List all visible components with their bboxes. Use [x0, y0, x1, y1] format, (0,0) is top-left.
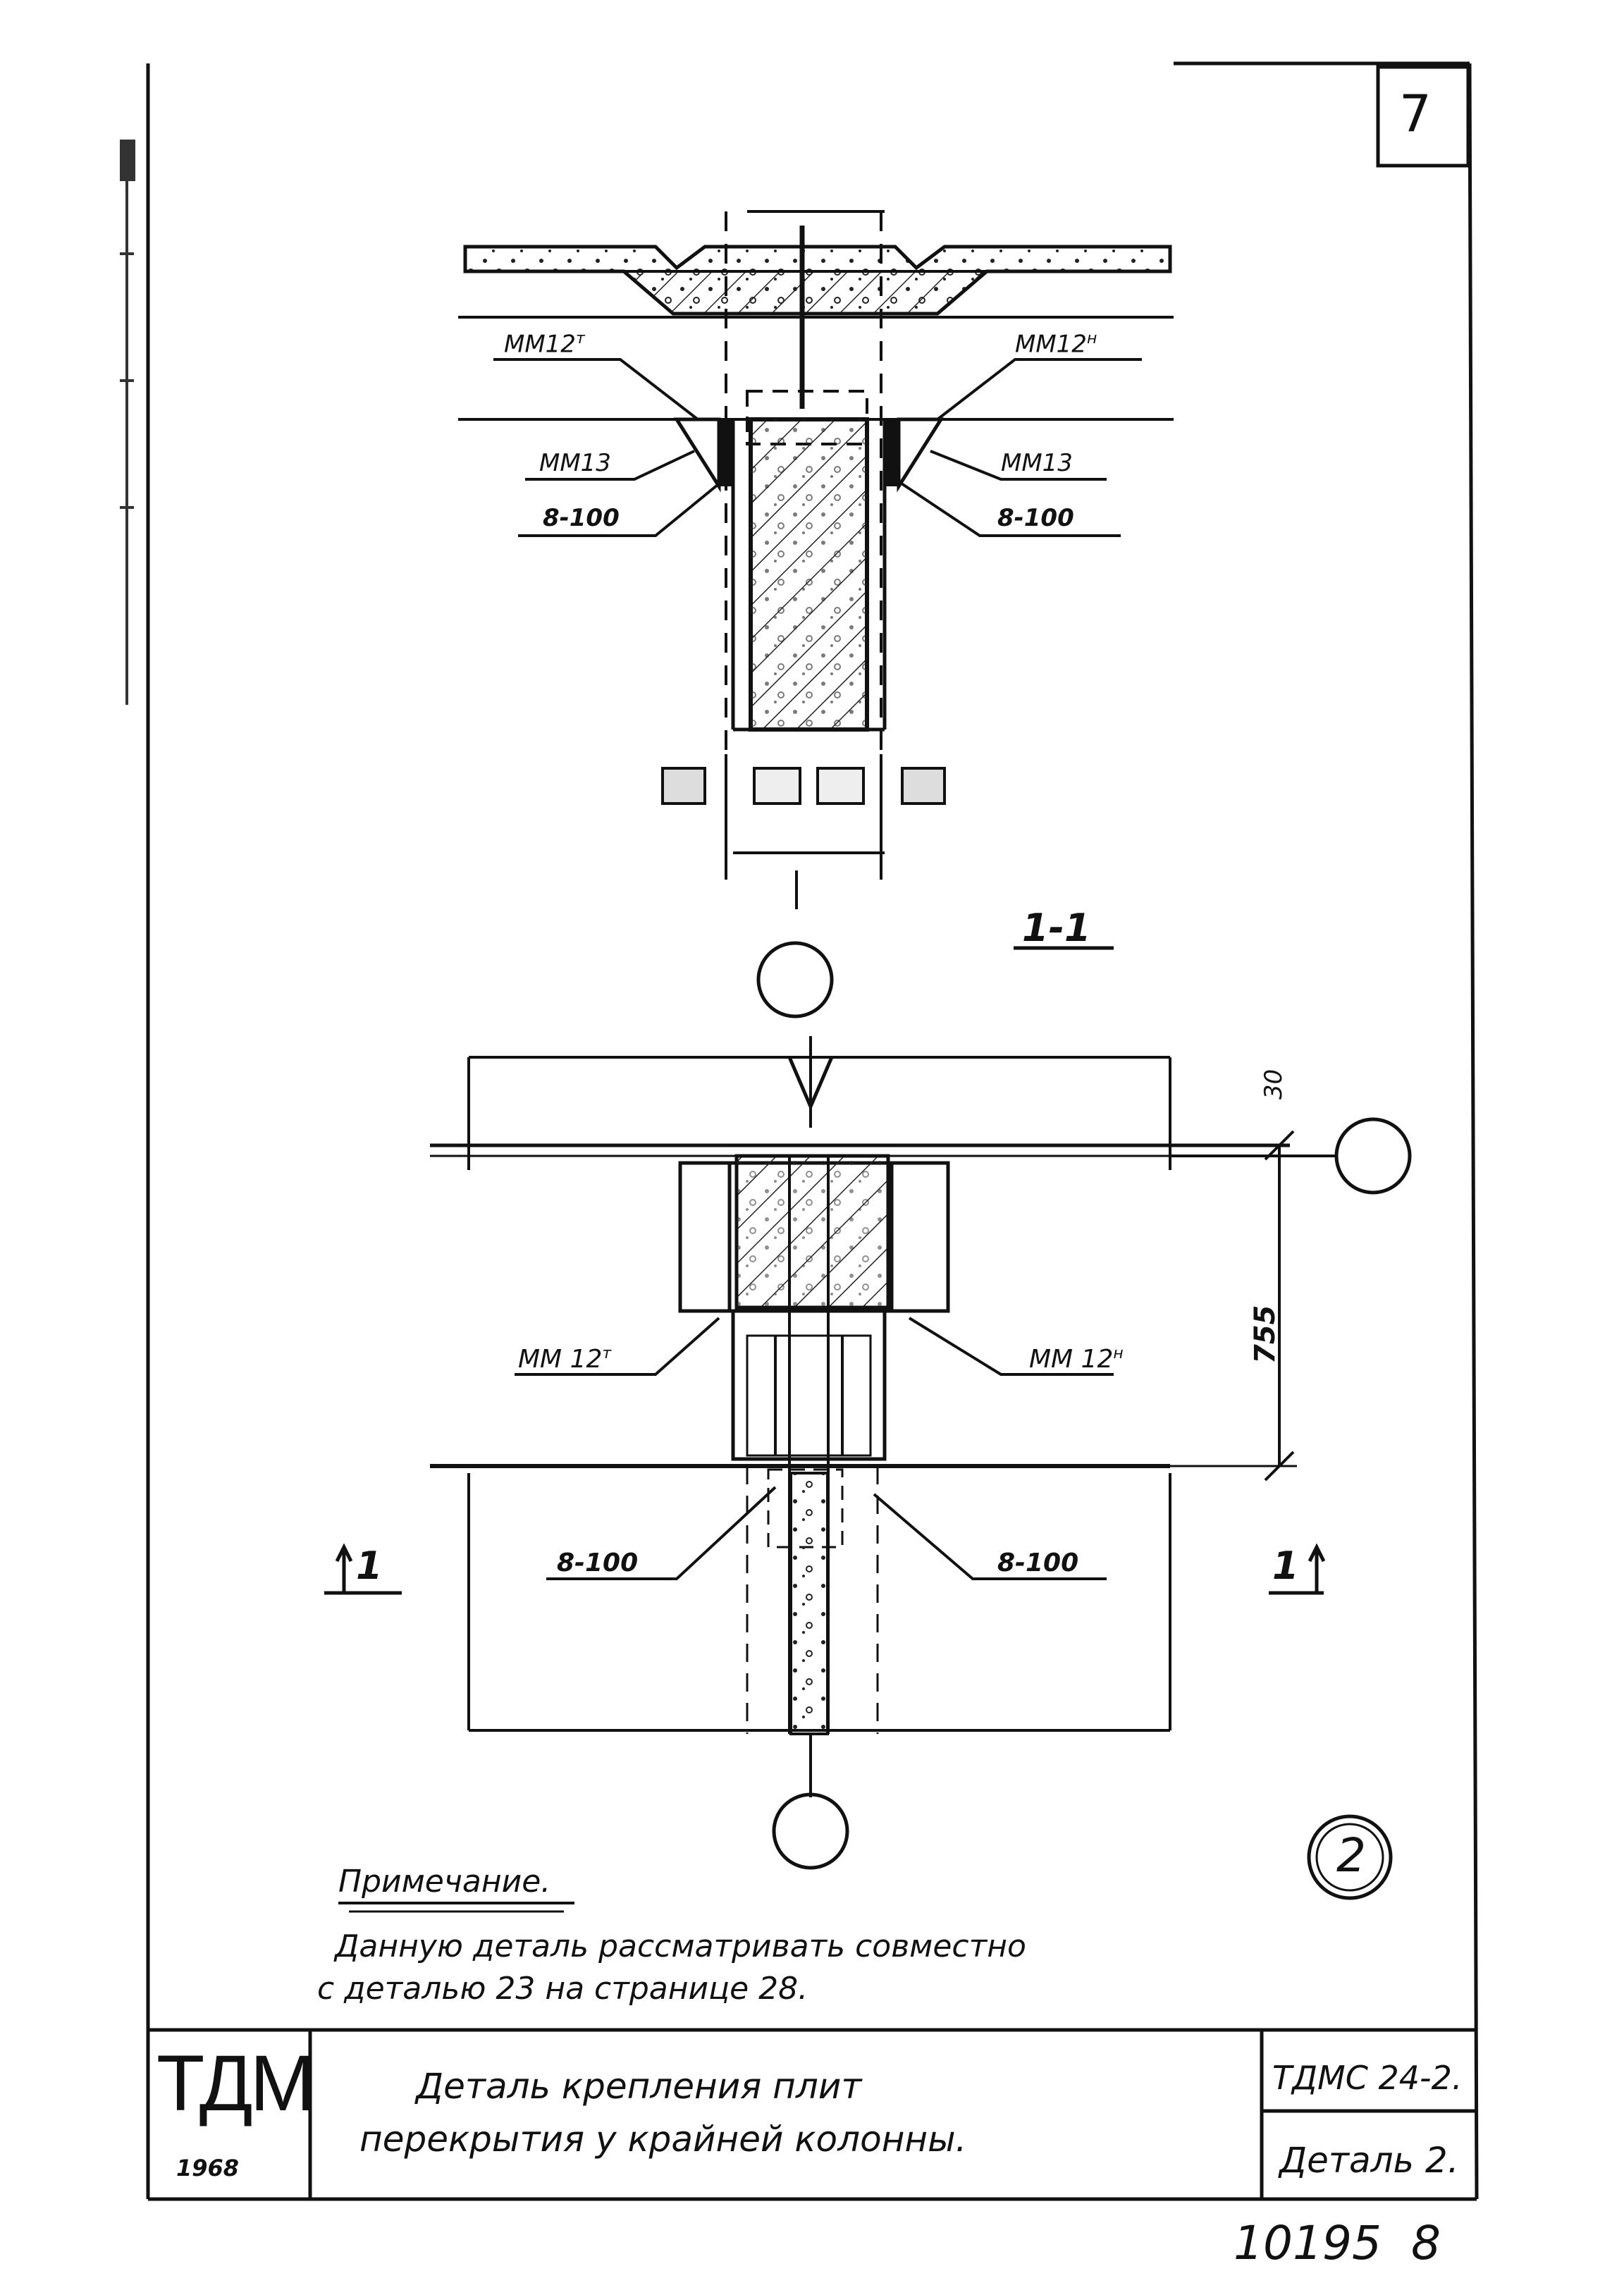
- note-line-2: с деталью 23 на странице 28.: [317, 1971, 808, 2007]
- detail-mark-number: 2: [1336, 1828, 1366, 1883]
- axis-marker-bottom: [772, 1792, 849, 1870]
- label-weld-left-top: 8-100: [543, 504, 620, 532]
- note-heading: Примечание.: [338, 1864, 551, 1900]
- label-weld-right-top: 8-100: [997, 504, 1074, 532]
- sheet-frame: [146, 61, 1479, 2201]
- label-mm12-t-plan: ММ 12т: [518, 1345, 612, 1374]
- section-cut-label: 1-1: [1022, 906, 1091, 950]
- page-number-box: [1376, 65, 1470, 168]
- plan-view: [324, 1036, 1412, 1870]
- document-code: ТДМС 24-2.: [1272, 2059, 1463, 2097]
- label-weld-left-plan: 8-100: [557, 1549, 639, 1577]
- page-number: 7: [1399, 84, 1432, 143]
- label-mm13-right: ММ13: [1001, 449, 1073, 477]
- cut-mark-left: 1: [356, 1544, 383, 1588]
- detail-reference: Деталь 2.: [1279, 2140, 1459, 2181]
- axis-marker-top: [756, 941, 834, 1018]
- dimension-30: 30: [1260, 1069, 1288, 1100]
- dimension-755: 755: [1249, 1305, 1281, 1365]
- title-block: [148, 2028, 1477, 2199]
- label-weld-right-plan: 8-100: [997, 1549, 1079, 1577]
- year: 1968: [176, 2155, 240, 2181]
- label-mm13-left: ММ13: [539, 449, 611, 477]
- archive-page: 8: [1410, 2216, 1441, 2270]
- label-mm12-t-top: ММ12т: [504, 330, 585, 359]
- title-line-2: перекрытия у крайней колонны.: [359, 2119, 967, 2160]
- label-mm12-n-plan: ММ 12н: [1029, 1345, 1124, 1374]
- axis-marker-right: [1334, 1117, 1412, 1195]
- detail-mark: [1307, 1814, 1393, 1900]
- label-mm12-n-top: ММ12н: [1015, 330, 1097, 359]
- section-1-1: [458, 210, 1174, 1018]
- cut-mark-right: 1: [1272, 1544, 1299, 1588]
- note-line-1: Данную деталь рассматривать совместно: [335, 1928, 1026, 1964]
- org-logo: ТДМ: [156, 2039, 316, 2127]
- title-line-1: Деталь крепления плит: [416, 2066, 862, 2107]
- archive-number: 10195 8: [1234, 2216, 1441, 2270]
- binding-strip: [120, 140, 135, 705]
